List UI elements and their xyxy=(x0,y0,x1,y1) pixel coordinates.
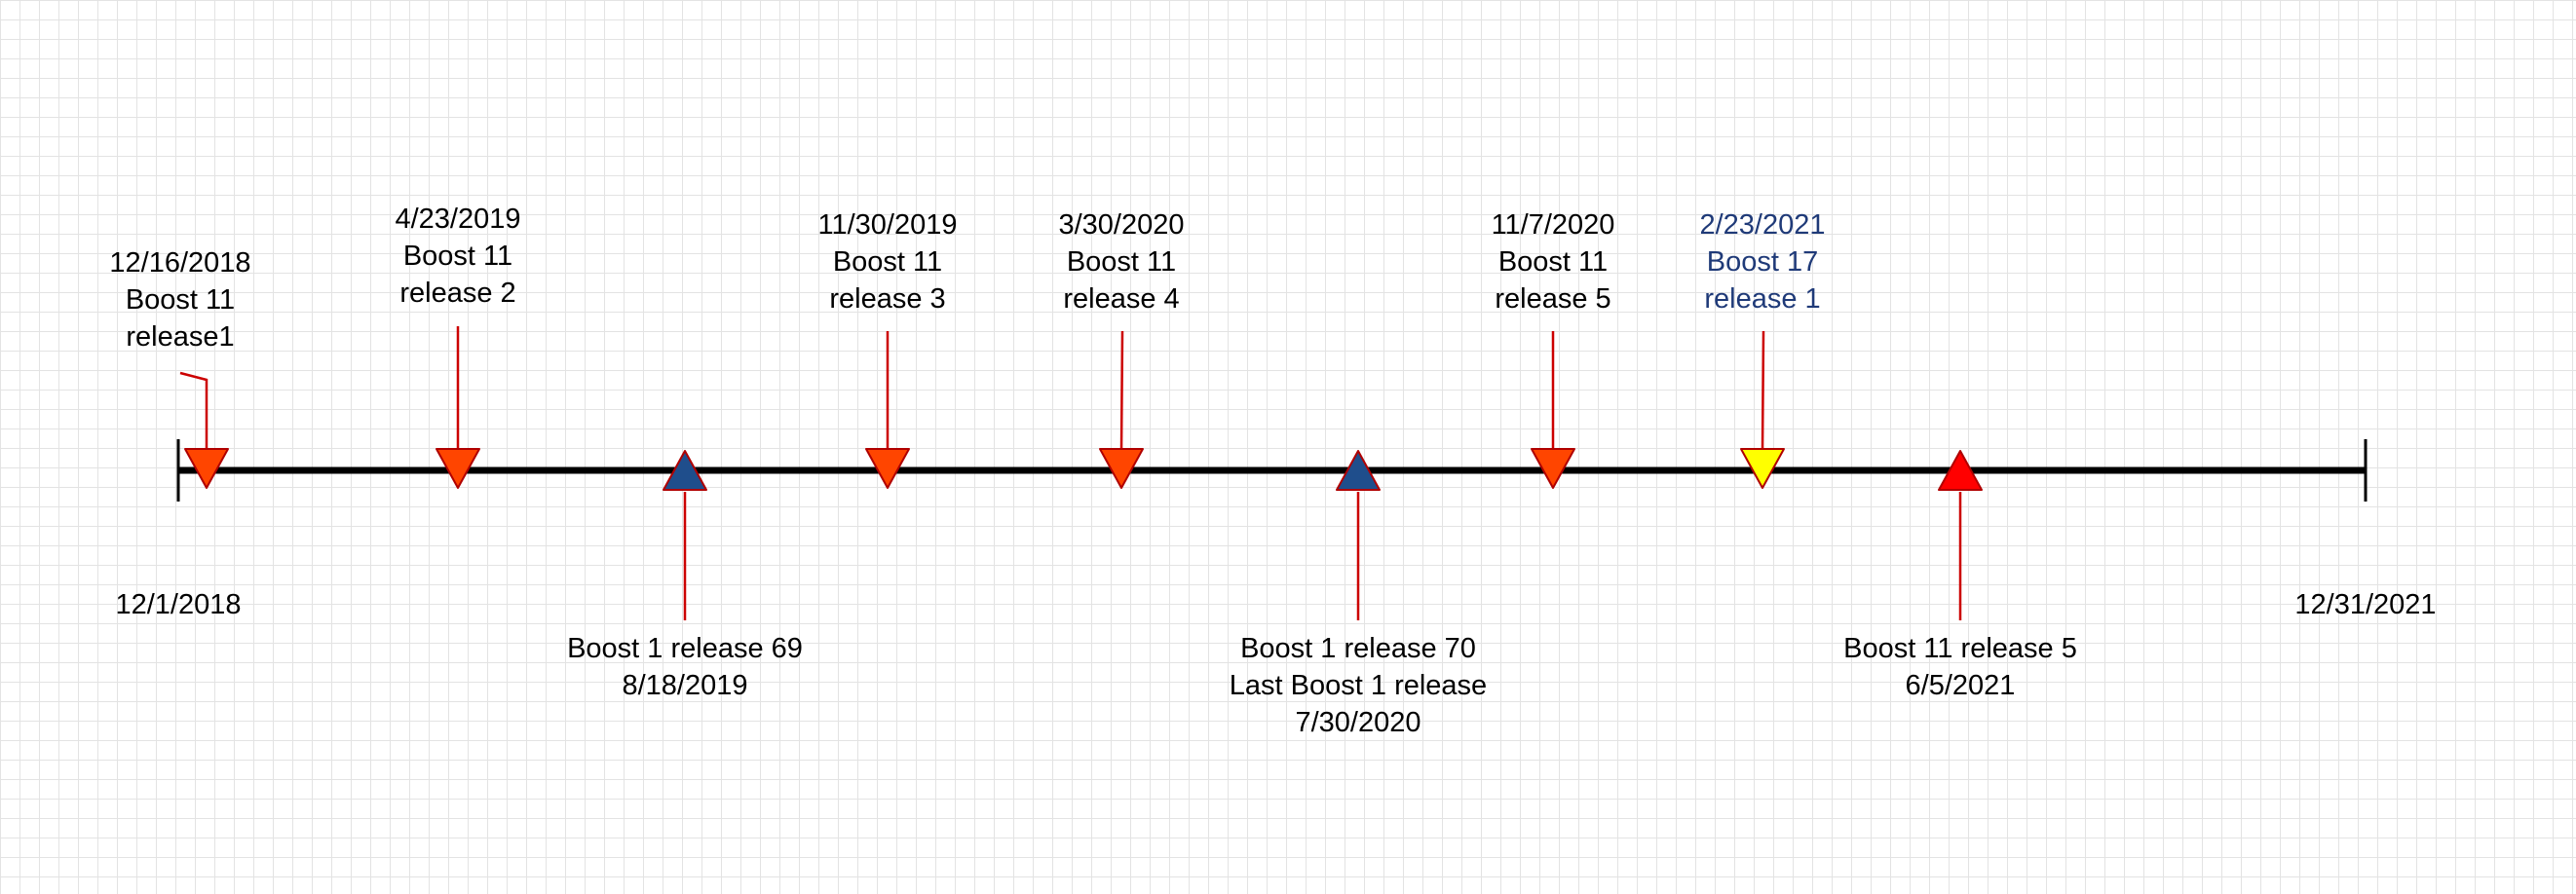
event-marker-up-triangle-icon[interactable] xyxy=(663,450,707,491)
event-label-line: 12/16/2018 xyxy=(109,247,251,279)
event-marker-up-triangle-icon[interactable] xyxy=(1938,450,1983,491)
event-label-line: Boost 17 xyxy=(1706,246,1819,278)
event-label-line: 7/30/2020 xyxy=(1295,707,1421,738)
event-label-line: release 1 xyxy=(1704,283,1821,315)
event-marker-down-triangle-icon[interactable] xyxy=(1740,448,1785,489)
event-label-line: 8/18/2019 xyxy=(622,670,748,701)
event-label-line: 3/30/2020 xyxy=(1058,209,1185,241)
event-connector-e5 xyxy=(1119,330,1124,452)
event-label-line: Boost 11 xyxy=(832,246,943,278)
event-marker-down-triangle-icon[interactable] xyxy=(1531,448,1575,489)
event-label-line: 6/5/2021 xyxy=(1905,670,2016,701)
event-label-line: 11/30/2019 xyxy=(817,209,958,241)
event-label-line: release1 xyxy=(126,321,235,353)
event-label-line: Boost 11 xyxy=(1066,246,1177,278)
event-label-e3: Boost 1 release 69 8/18/2019 xyxy=(567,630,803,704)
event-label-line: Last Boost 1 release xyxy=(1229,670,1488,701)
event-label-line: 11/7/2020 xyxy=(1491,209,1615,241)
event-label-line: 2/23/2021 xyxy=(1699,209,1826,241)
event-marker-down-triangle-icon[interactable] xyxy=(436,448,480,489)
event-label-line: release 5 xyxy=(1495,283,1611,315)
event-label-line: Boost 11 release 5 xyxy=(1843,633,2077,664)
event-marker-down-triangle-icon[interactable] xyxy=(865,448,910,489)
event-label-line: release 3 xyxy=(829,283,946,315)
event-label-line: Boost 1 release 70 xyxy=(1240,633,1476,664)
timeline-end-date: 12/31/2021 xyxy=(2294,589,2437,620)
event-marker-up-triangle-icon[interactable] xyxy=(1336,450,1381,491)
event-connector-e8 xyxy=(1761,330,1765,452)
event-label-e9: Boost 11 release 5 6/5/2021 xyxy=(1843,630,2077,704)
event-marker-down-triangle-icon[interactable] xyxy=(1099,448,1144,489)
event-label-line: 4/23/2019 xyxy=(395,204,521,235)
event-label-line: release 2 xyxy=(399,278,516,309)
timeline-start-date: 12/1/2018 xyxy=(115,589,242,620)
event-label-line: Boost 1 release 69 xyxy=(567,633,803,664)
event-label-line: Boost 11 xyxy=(402,241,513,272)
event-label-e6: Boost 1 release 70 Last Boost 1 release 7/… xyxy=(1230,630,1487,741)
event-label-line: release 4 xyxy=(1063,283,1180,315)
event-marker-down-triangle-icon[interactable] xyxy=(184,448,229,489)
event-label-line: Boost 11 xyxy=(125,284,236,316)
event-label-line: Boost 11 xyxy=(1497,246,1609,278)
event-connector-e1 xyxy=(179,371,208,451)
